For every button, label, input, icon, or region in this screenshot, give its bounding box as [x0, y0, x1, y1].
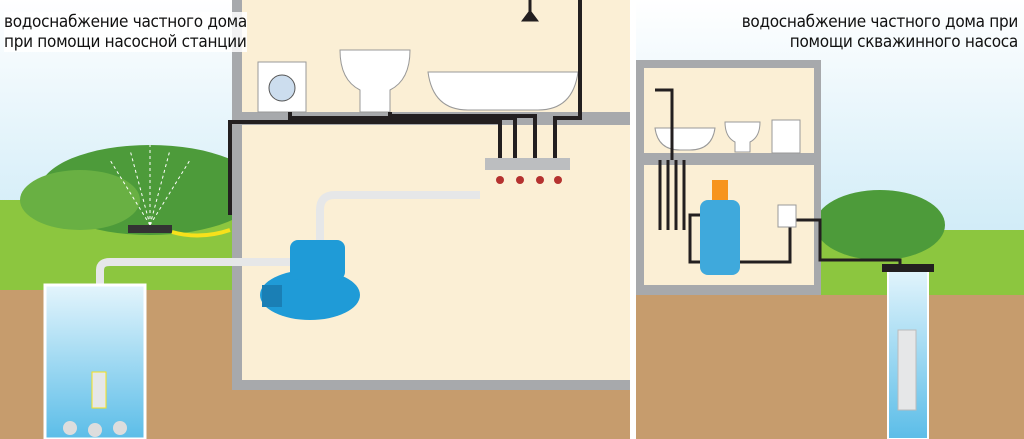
- suction-pipe: [96, 258, 290, 300]
- divider: [630, 0, 636, 439]
- hose: [171, 228, 231, 238]
- submersible-pump-icon: [897, 329, 917, 411]
- pressure-tank-icon: [700, 200, 740, 275]
- intake-filter: [91, 371, 107, 409]
- bathtub-icon: [654, 127, 716, 151]
- manifold: [485, 158, 570, 170]
- shower-icon: [521, 0, 539, 22]
- title-right-line2: помощи скважинного насоса: [789, 32, 1019, 52]
- bathtub-icon: [427, 71, 579, 111]
- title-left-line2: при помощи насосной станции: [4, 32, 247, 52]
- pump-station-icon: [260, 240, 360, 320]
- right-panel: [636, 0, 1024, 439]
- well: [43, 283, 147, 439]
- title-right: водоснабжение частного дома при помощи с…: [741, 12, 1019, 52]
- title-left: водоснабжение частного дома при помощи н…: [4, 12, 247, 52]
- sink-icon: [724, 121, 761, 153]
- control-box-icon: [777, 204, 797, 228]
- washing-machine-icon: [771, 119, 801, 154]
- sprinkler-icon: [109, 145, 191, 233]
- left-panel: [0, 0, 630, 439]
- pipes: [228, 0, 582, 215]
- title-left-line1: водоснабжение частного дома: [4, 12, 247, 32]
- title-right-line1: водоснабжение частного дома при: [741, 12, 1019, 32]
